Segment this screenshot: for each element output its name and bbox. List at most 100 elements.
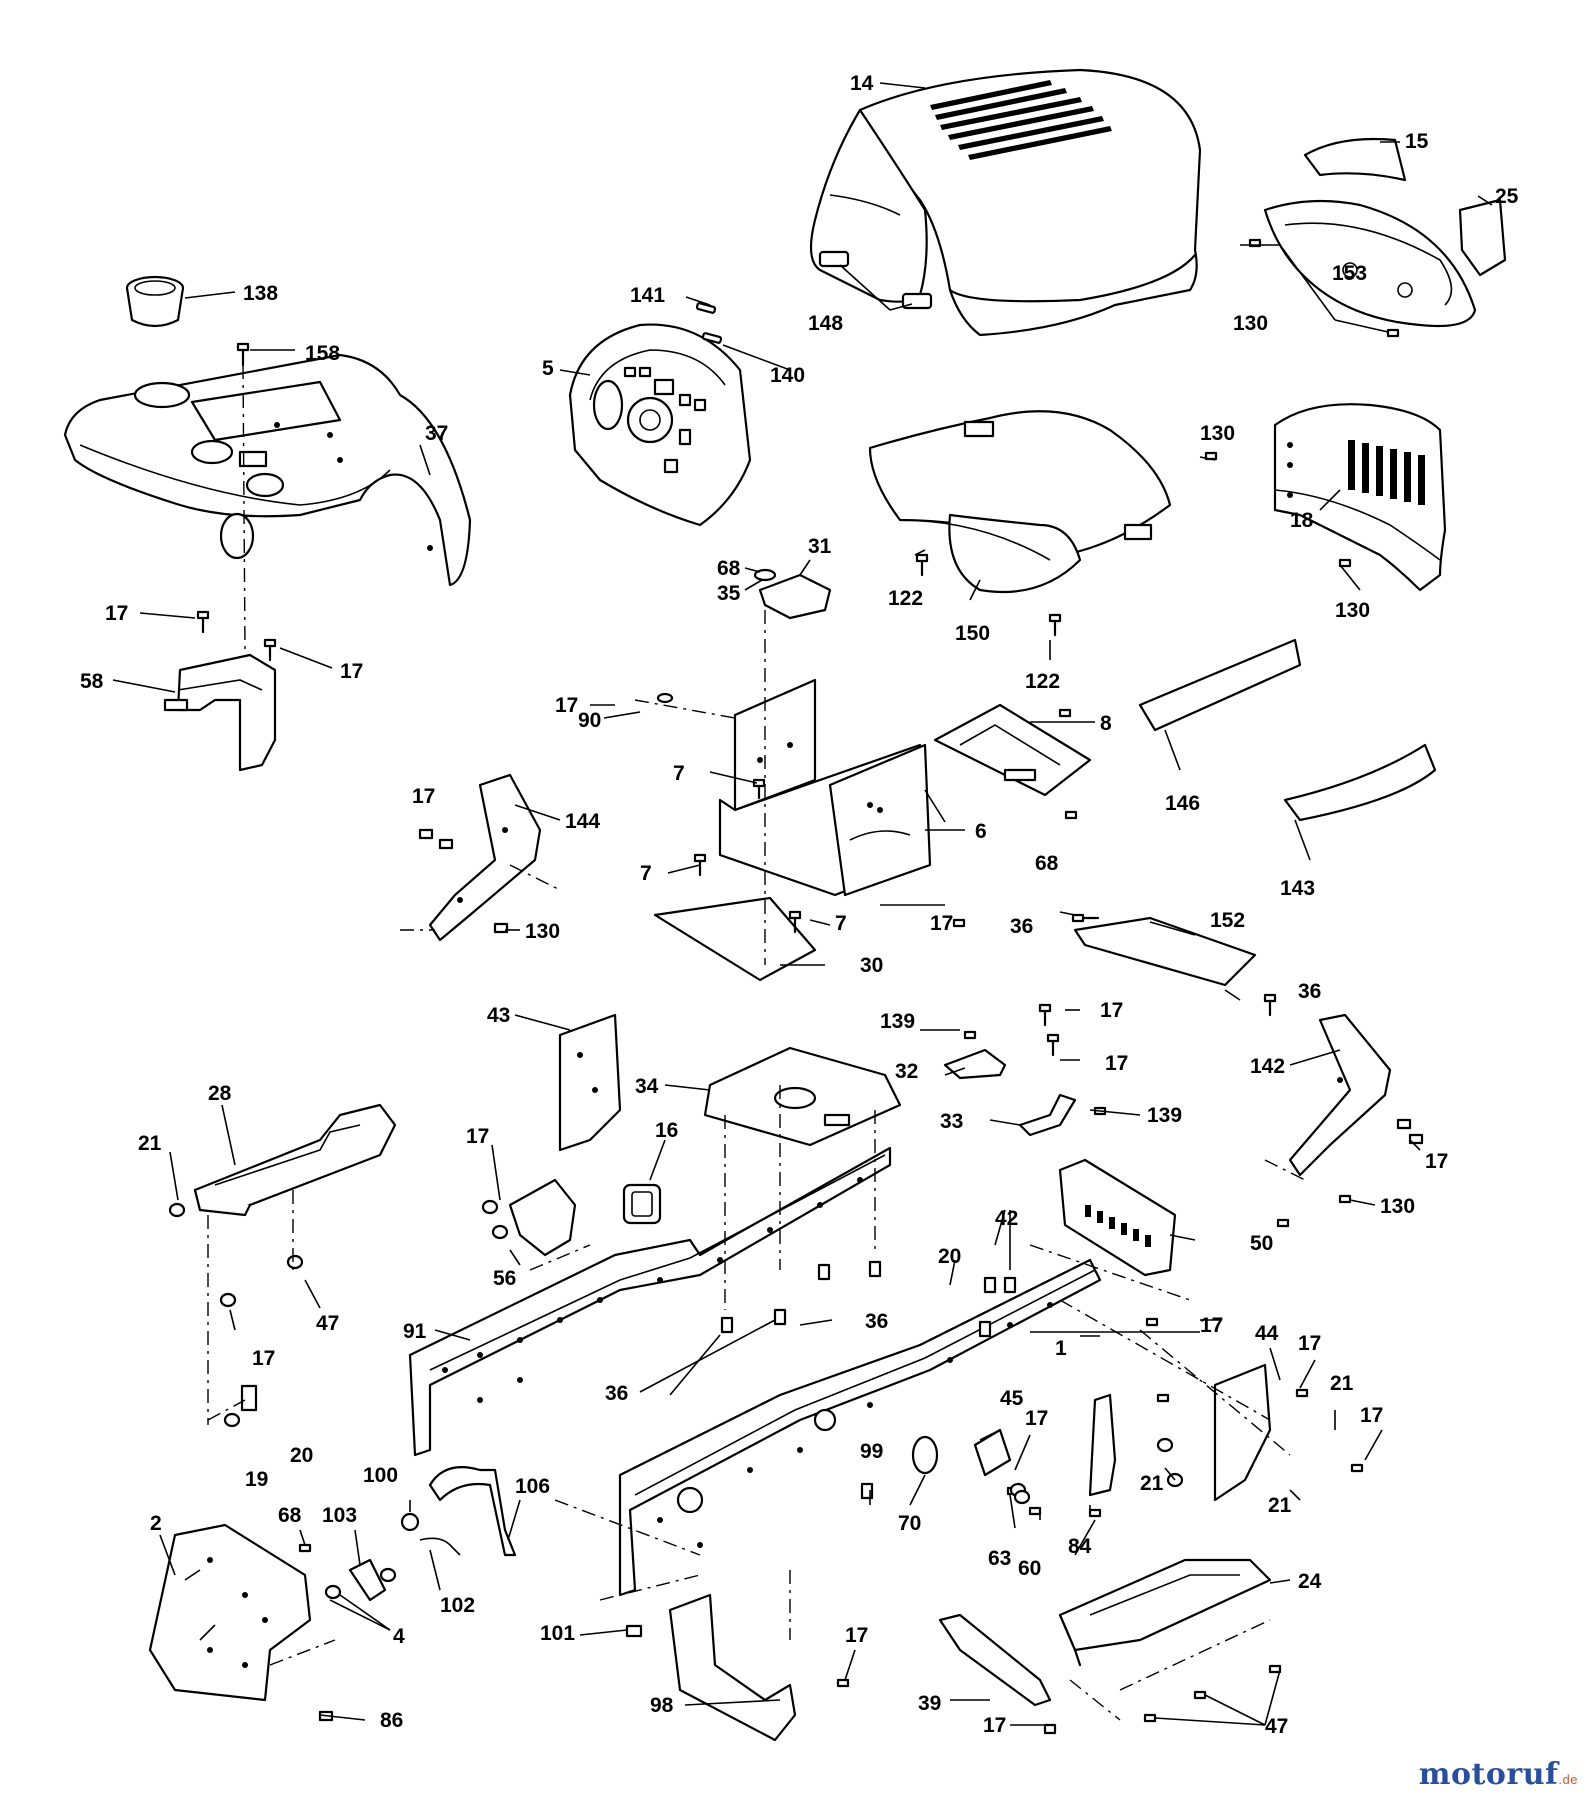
front-grille-part: [1273, 403, 1447, 592]
callout-130: 130: [1335, 599, 1370, 622]
battery-tray-part: [933, 703, 1092, 797]
callout-150: 150: [955, 622, 990, 645]
callout-17: 17: [555, 694, 578, 717]
callout-101: 101: [540, 1622, 575, 1645]
firewall-part: [718, 678, 932, 897]
callout-122: 122: [1025, 670, 1060, 693]
callout-36: 36: [865, 1310, 888, 1333]
callout-91: 91: [403, 1320, 427, 1343]
callout-17: 17: [340, 660, 363, 683]
callout-60: 60: [1018, 1557, 1041, 1580]
callout-2: 2: [150, 1512, 162, 1535]
callout-7: 7: [673, 762, 685, 785]
callout-141: 141: [630, 284, 665, 307]
callout-39: 39: [918, 1692, 941, 1715]
bracket-part: [508, 1178, 577, 1257]
callout-70: 70: [898, 1512, 921, 1535]
callout-17: 17: [252, 1347, 275, 1370]
callout-139: 139: [880, 1010, 915, 1033]
bracket-part: [1213, 1363, 1272, 1502]
callout-42: 42: [995, 1207, 1018, 1230]
callout-30: 30: [860, 954, 883, 977]
callout-130: 130: [1380, 1195, 1415, 1218]
bracket-part: [428, 773, 542, 942]
callout-5: 5: [542, 357, 554, 380]
callout-17: 17: [412, 785, 435, 808]
callout-130: 130: [1233, 312, 1268, 335]
callout-102: 102: [440, 1594, 475, 1617]
mount-plate-part: [148, 1523, 312, 1702]
guard-part: [668, 1593, 797, 1742]
callout-21: 21: [138, 1132, 162, 1155]
callout-28: 28: [208, 1082, 232, 1105]
callout-20: 20: [290, 1444, 313, 1467]
callout-17: 17: [1425, 1150, 1448, 1173]
callout-56: 56: [493, 1267, 516, 1290]
bracket-part: [1058, 1158, 1177, 1277]
callout-7: 7: [640, 862, 652, 885]
lens-part: [1303, 137, 1407, 182]
callout-6: 6: [975, 820, 987, 843]
callout-33: 33: [940, 1110, 963, 1133]
callout-143: 143: [1280, 877, 1315, 900]
callout-17: 17: [1105, 1052, 1128, 1075]
callout-1: 1: [1055, 1337, 1067, 1360]
callout-7: 7: [835, 912, 847, 935]
callout-90: 90: [578, 709, 601, 732]
callout-68: 68: [717, 557, 741, 580]
bracket-part: [1088, 1393, 1117, 1497]
callout-17: 17: [983, 1714, 1006, 1737]
callout-17: 17: [1298, 1332, 1321, 1355]
callout-17: 17: [1025, 1407, 1048, 1430]
hitch-pin-part: [911, 1435, 939, 1475]
callout-63: 63: [988, 1547, 1011, 1570]
callout-98: 98: [650, 1694, 674, 1717]
callout-142: 142: [1250, 1055, 1285, 1078]
callout-103: 103: [322, 1504, 357, 1527]
callout-106: 99: [860, 1440, 883, 1463]
callout-47: 47: [316, 1312, 339, 1335]
steering-support-part: [163, 653, 277, 772]
callout-20: 20: [938, 1245, 961, 1268]
alignment-lines: [207, 364, 1306, 1721]
key-part: [695, 302, 717, 314]
callout-45: 45: [1000, 1387, 1024, 1410]
callout-100: 100: [363, 1464, 398, 1487]
callout-21: 21: [1140, 1472, 1164, 1495]
callout-47: 47: [1265, 1715, 1288, 1738]
clip-part: [348, 1558, 387, 1602]
callout-24: 24: [1298, 1570, 1322, 1593]
fasteners: [168, 238, 1424, 1735]
emblem-part: [1458, 198, 1507, 277]
lever-part: [428, 1466, 517, 1557]
frame-rail-part: [408, 1146, 892, 1457]
callout-17: 17: [845, 1624, 868, 1647]
callout-25: 25: [1495, 185, 1519, 208]
callout-35: 35: [717, 582, 741, 605]
callout-44: 44: [1255, 1322, 1279, 1345]
callout-146: 146: [1165, 792, 1200, 815]
footrest-part: [1058, 1558, 1272, 1667]
callout-86: 86: [380, 1709, 403, 1732]
callout-148: 148: [808, 312, 843, 335]
callout-16: 16: [655, 1119, 678, 1142]
callout-14: 14: [850, 72, 874, 95]
bracket-part: [758, 573, 832, 620]
callout-43: 43: [487, 1004, 510, 1027]
frame-rail-part: [618, 1258, 1102, 1597]
side-panel-part: [1138, 638, 1302, 732]
callout-130: 130: [525, 920, 560, 943]
hood-part: [809, 68, 1202, 337]
callout-17: 17: [1200, 1314, 1223, 1337]
bracket-part: [1288, 1013, 1392, 1177]
callout-21: 21: [1268, 1494, 1292, 1517]
callout-139: 139: [1147, 1104, 1182, 1127]
callout-99: 106: [515, 1475, 550, 1498]
grommet-part: [622, 1183, 662, 1225]
pin-part: [419, 1537, 461, 1556]
callout-17: 17: [466, 1125, 489, 1148]
watermark-logo: motoruf.de: [1419, 1757, 1578, 1792]
floor-plate-part: [653, 896, 817, 982]
callout-34: 34: [635, 1075, 659, 1098]
callout-17: 17: [105, 602, 128, 625]
